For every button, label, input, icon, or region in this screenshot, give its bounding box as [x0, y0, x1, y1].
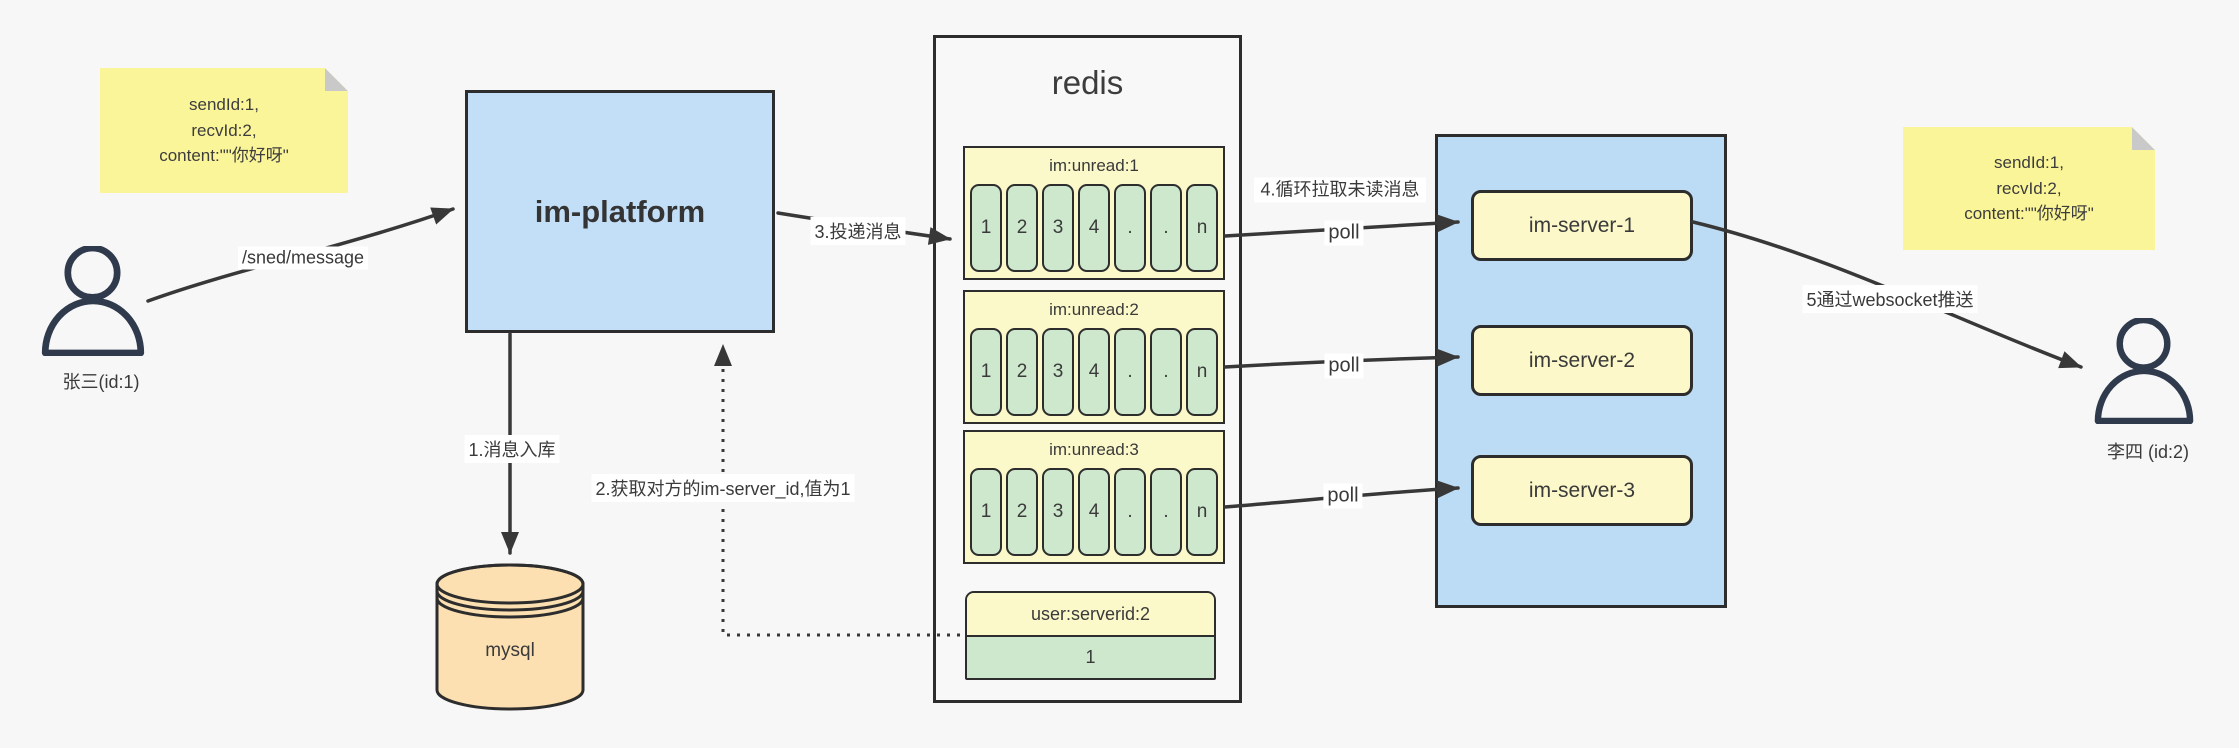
edge-label-send-api: /sned/message [237, 246, 369, 270]
edge-label-step5: 5通过websocket推送 [1802, 285, 1978, 313]
user-serverid-box: user:serverid:2 1 [965, 591, 1216, 680]
im-platform-box: im-platform [465, 90, 775, 333]
queue-cell: . [1150, 328, 1182, 416]
queue-cell: n [1186, 468, 1218, 556]
queue-cells-row: 1 2 3 4 . . n [965, 468, 1223, 556]
queue-cell: 4 [1078, 468, 1110, 556]
queue-cell: 2 [1006, 328, 1038, 416]
mysql-cylinder-icon [435, 563, 585, 711]
user-serverid-key: user:serverid:2 [967, 593, 1214, 637]
queue-cells-row: 1 2 3 4 . . n [965, 184, 1223, 272]
queue-cell: n [1186, 328, 1218, 416]
im-server-group: im-server-1 im-server-2 im-server-3 [1435, 134, 1727, 608]
queue-cell: . [1114, 328, 1146, 416]
queue-im-unread-2: im:unread:2 1 2 3 4 . . n [963, 290, 1225, 424]
queue-title: im:unread:1 [1049, 156, 1139, 175]
queue-cell: . [1150, 468, 1182, 556]
sticky-note-line: sendId:1, [1994, 153, 2064, 173]
im-server-1-box: im-server-1 [1471, 190, 1693, 261]
edge-label-poll-2: poll [1324, 353, 1364, 379]
receiver-label: 李四 (id:2) [2106, 442, 2189, 462]
redis-title: redis [1051, 64, 1124, 101]
sticky-note-line: content:""你好呀" [159, 146, 289, 166]
queue-cell: 3 [1042, 468, 1074, 556]
queue-cell: . [1150, 184, 1182, 272]
user-serverid-value: 1 [967, 637, 1214, 678]
queue-cell: 3 [1042, 328, 1074, 416]
queue-cell: 4 [1078, 328, 1110, 416]
redis-container: redis im:unread:1 1 2 3 4 . . n im:unrea… [933, 35, 1242, 703]
sticky-note-line: recvId:2, [191, 120, 257, 140]
queue-cells-row: 1 2 3 4 . . n [965, 328, 1223, 416]
im-server-2-box: im-server-2 [1471, 325, 1693, 396]
folded-corner-icon [325, 68, 348, 91]
folded-corner-icon [2132, 127, 2155, 150]
sticky-note-line: recvId:2, [1996, 178, 2062, 198]
im-server-3-box: im-server-3 [1471, 455, 1693, 526]
queue-cell: . [1114, 184, 1146, 272]
queue-cell: 2 [1006, 184, 1038, 272]
edge-label-step4: 4.循环拉取未读消息 [1254, 177, 1426, 203]
queue-cell: 2 [1006, 468, 1038, 556]
edge-label-step2: 2.获取对方的im-server_id,值为1 [591, 474, 855, 502]
edge-label-poll-3: poll [1323, 483, 1363, 509]
sticky-note-right: sendId:1, recvId:2, content:""你好呀" [1903, 127, 2155, 250]
queue-cell: 1 [970, 184, 1002, 272]
queue-title: im:unread:3 [1049, 440, 1139, 459]
queue-cell: . [1114, 468, 1146, 556]
receiver-user-icon [2094, 318, 2194, 424]
edge-label-poll-1: poll [1324, 220, 1364, 246]
queue-im-unread-1: im:unread:1 1 2 3 4 . . n [963, 146, 1225, 280]
sticky-note-left: sendId:1, recvId:2, content:""你好呀" [100, 68, 348, 193]
sender-user-icon [41, 246, 145, 356]
queue-title: im:unread:2 [1049, 300, 1139, 319]
edge-label-step1: 1.消息入库 [464, 435, 560, 463]
queue-cell: 4 [1078, 184, 1110, 272]
queue-im-unread-3: im:unread:3 1 2 3 4 . . n [963, 430, 1225, 564]
queue-cell: 1 [970, 468, 1002, 556]
edge-label-step3: 3.投递消息 [810, 217, 906, 245]
queue-cell: 3 [1042, 184, 1074, 272]
im-platform-label: im-platform [534, 193, 706, 229]
mysql-label: mysql [485, 640, 535, 661]
sender-label: 张三(id:1) [62, 372, 140, 392]
sticky-note-line: content:""你好呀" [1964, 204, 2094, 224]
queue-cell: n [1186, 184, 1218, 272]
sticky-note-line: sendId:1, [189, 95, 259, 115]
queue-cell: 1 [970, 328, 1002, 416]
